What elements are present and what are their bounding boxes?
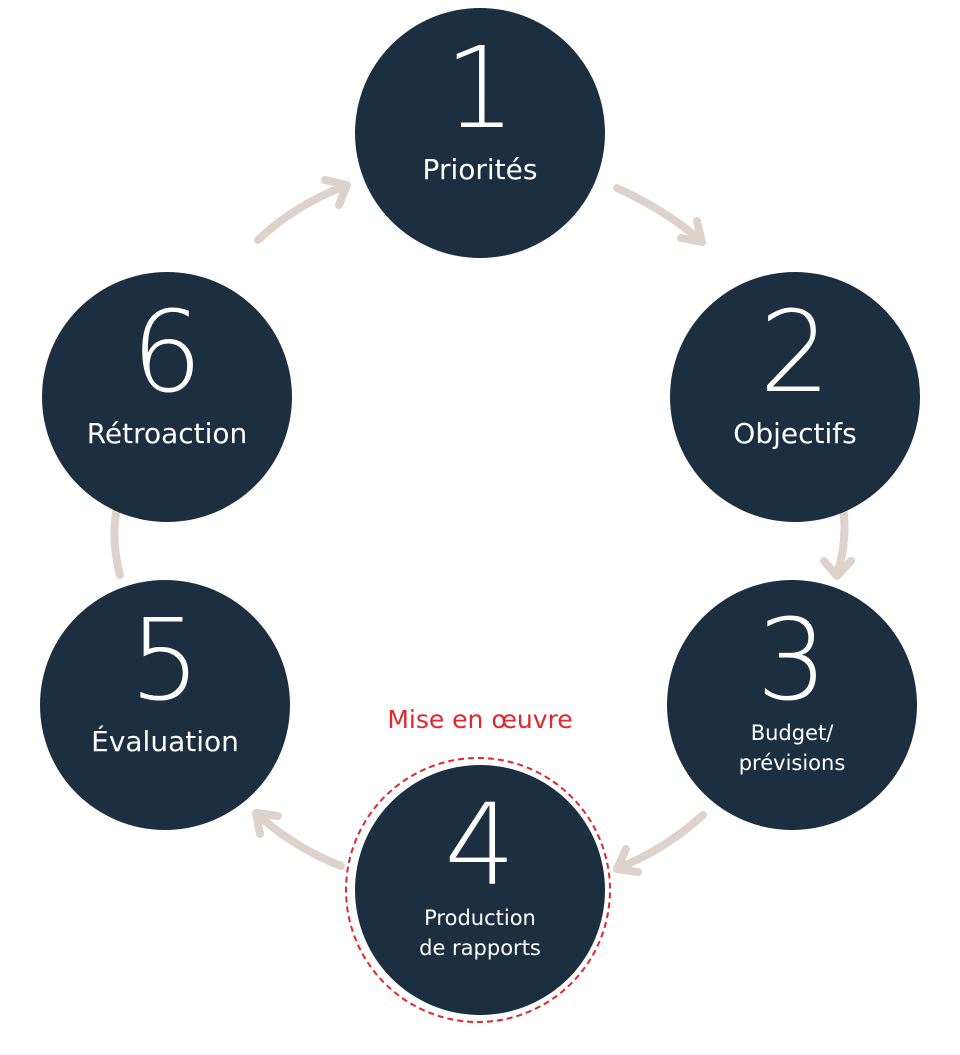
step-number: 5 [129,596,201,726]
arrow-1-to-2 [613,184,706,246]
step-2-circle: 2 Objectifs [670,272,920,522]
step-label: Priorités [422,153,538,186]
arrow-3-to-4 [613,811,707,876]
step-label-line-1: Production [424,906,536,930]
highlight-ring [345,757,611,1023]
step-label-line-1: Budget/ [750,721,834,745]
step-5-circle: 5 Évaluation [40,580,290,830]
step-number: 1 [444,24,516,154]
step-number: 6 [131,288,203,418]
step-number: 3 [756,596,828,726]
step-label: Production de rapports [355,903,605,963]
step-3-circle: 3 Budget/ prévisions [667,580,917,830]
step-6-circle: 6 Rétroaction [42,272,292,522]
step-label: Rétroaction [86,417,248,450]
step-number: 2 [759,288,831,418]
step-label-line-2: prévisions [738,751,846,775]
arrow-4-to-5 [252,809,345,870]
arrow-6-to-1 [254,176,351,244]
step-label: Budget/ prévisions [667,718,917,778]
step-label: Évaluation [91,725,239,758]
step-4-circle: 4 Production de rapports [355,765,605,1015]
step-label-line-2: de rapports [419,936,541,960]
step-label: Objectifs [733,417,857,450]
step-number: 4 [444,781,516,911]
step-1-circle: 1 Priorités [355,8,605,258]
highlight-label: Mise en œuvre [387,705,573,734]
